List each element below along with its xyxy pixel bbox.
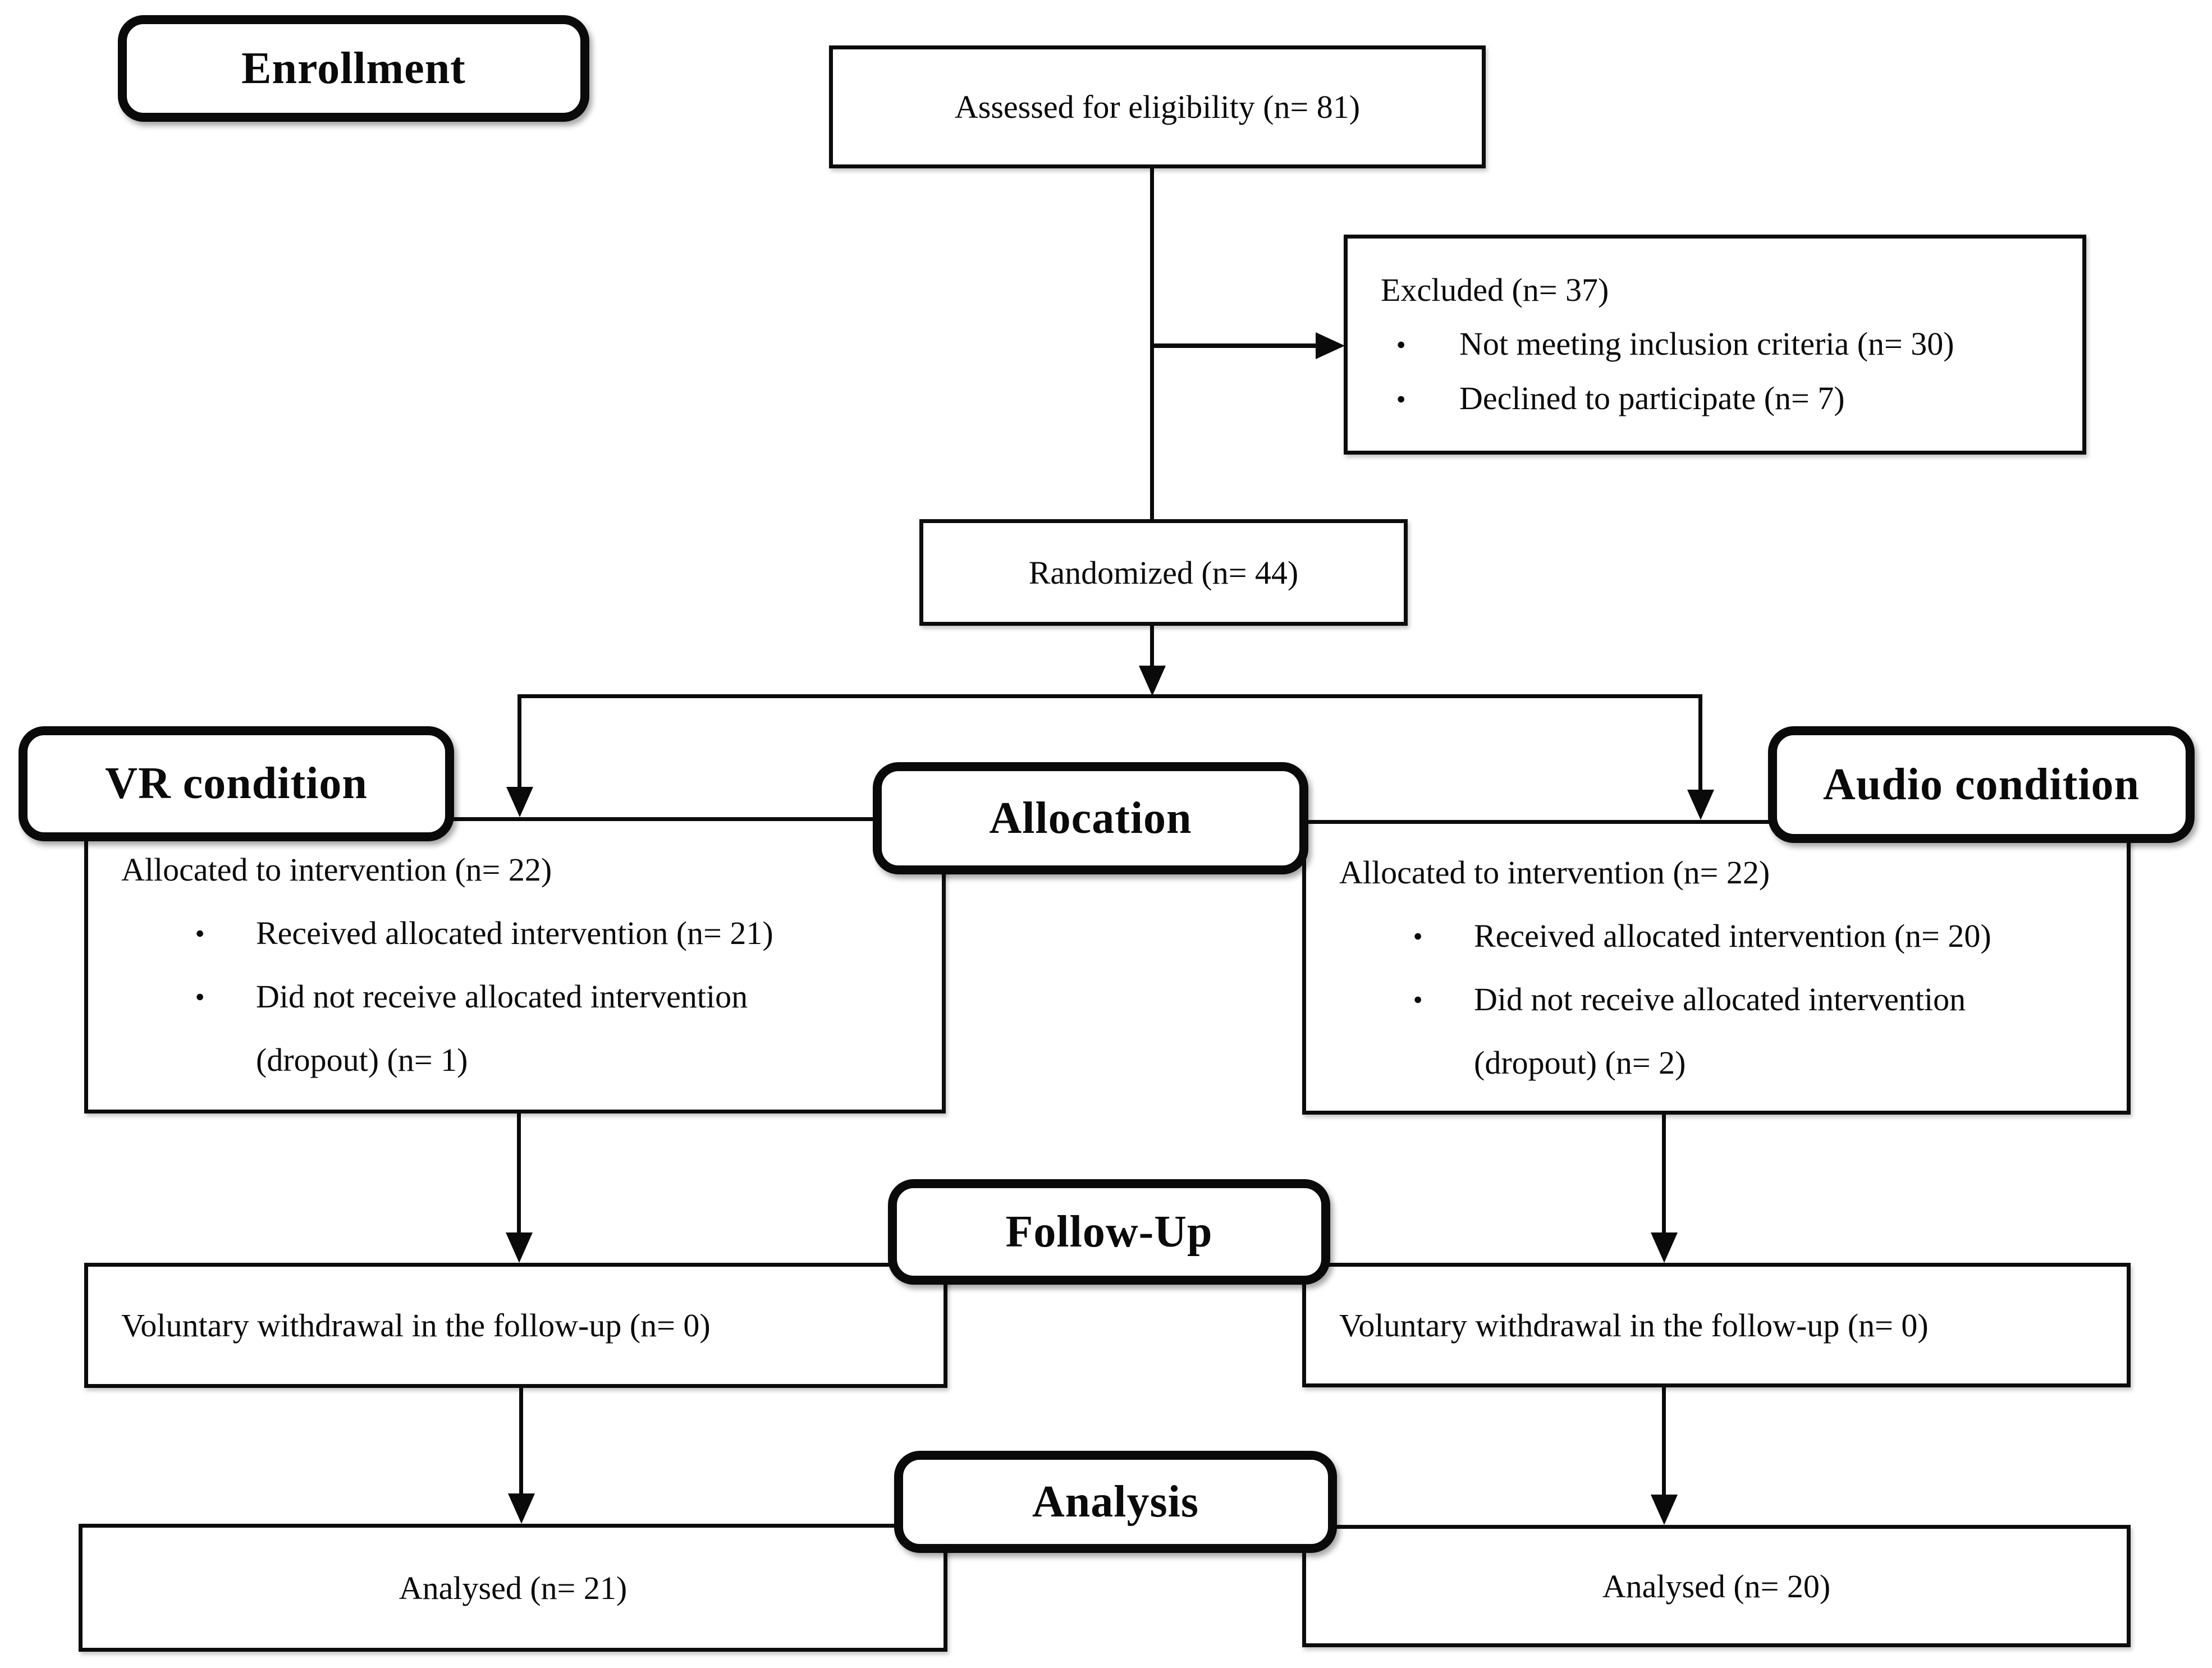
connector-to-excluded [1152,343,1318,348]
excluded-box: Excluded (n= 37) Not meeting inclusion c… [1344,235,2086,455]
assessed-eligibility-box: Assessed for eligibility (n= 81) [829,45,1486,168]
excluded-bullet-item: Declined to participate (n= 7) [1396,372,2062,425]
connector-audio-followup-to-analysis [1662,1386,1666,1497]
allocation-stage-label: Allocation [873,762,1308,874]
audio-allocation-bullet-item: Received allocated intervention (n= 20) [1413,904,2106,968]
vr-allocation-bullet-item: Received allocated intervention (n= 21) [195,901,922,965]
arrowhead-audio-followup [1651,1232,1678,1263]
arrowhead-excluded [1316,332,1345,359]
audio-allocation-box: Allocated to intervention (n= 22) Receiv… [1302,820,2131,1115]
connector-branch-left-drop [517,694,521,790]
audio-allocation-title: Allocated to intervention (n= 22) [1339,854,1770,891]
arrowhead-audio-analysis [1651,1495,1678,1525]
vr-allocation-bullet-item: Did not receive allocated intervention (… [195,965,922,1092]
audio-analysis-box: Analysed (n= 20) [1302,1525,2131,1647]
randomized-text: Randomized (n= 44) [1028,554,1299,591]
assessed-eligibility-text: Assessed for eligibility (n= 81) [954,89,1361,125]
audio-allocation-bullet-list: Received allocated intervention (n= 20) … [1339,904,2106,1094]
follow-up-stage-label: Follow-Up [888,1179,1330,1285]
arrowhead-vr-analysis [508,1493,535,1524]
arrowhead-randomized [1139,666,1166,696]
arrowhead-audio-allocation [1687,790,1714,820]
audio-analysis-text: Analysed (n= 20) [1602,1568,1831,1605]
excluded-bullet-list: Not meeting inclusion criteria (n= 30) D… [1381,317,2062,425]
vr-allocation-box: Allocated to intervention (n= 22) Receiv… [84,817,946,1113]
analysis-stage-label: Analysis [894,1451,1337,1553]
vr-condition-label: VR condition [19,726,454,841]
connector-audio-allocation-to-followup [1662,1113,1666,1236]
vr-follow-up-text: Voluntary withdrawal in the follow-up (n… [121,1307,711,1344]
randomized-box: Randomized (n= 44) [919,519,1408,626]
audio-follow-up-text: Voluntary withdrawal in the follow-up (n… [1339,1307,1929,1344]
arrowhead-vr-allocation [506,787,533,817]
connector-branch-line [517,694,1702,698]
vr-allocation-bullet-list: Received allocated intervention (n= 21) … [121,901,922,1092]
vr-follow-up-box: Voluntary withdrawal in the follow-up (n… [84,1263,947,1388]
connector-vr-followup-to-analysis [519,1387,523,1496]
audio-follow-up-box: Voluntary withdrawal in the follow-up (n… [1302,1263,2131,1387]
audio-condition-label: Audio condition [1768,726,2195,843]
connector-vr-allocation-to-followup [517,1112,521,1236]
vr-allocation-title: Allocated to intervention (n= 22) [121,851,552,888]
arrowhead-vr-followup [506,1232,533,1263]
excluded-title: Excluded (n= 37) [1381,272,1609,308]
connector-randomized-stem [1150,626,1154,668]
connector-branch-right-drop [1698,694,1702,791]
excluded-bullet-item: Not meeting inclusion criteria (n= 30) [1396,317,2062,371]
enrollment-stage-label: Enrollment [118,15,589,122]
audio-allocation-bullet-item: Did not receive allocated intervention (… [1413,968,2106,1094]
vr-analysis-text: Analysed (n= 21) [399,1569,628,1606]
vr-analysis-box: Analysed (n= 21) [79,1524,947,1652]
